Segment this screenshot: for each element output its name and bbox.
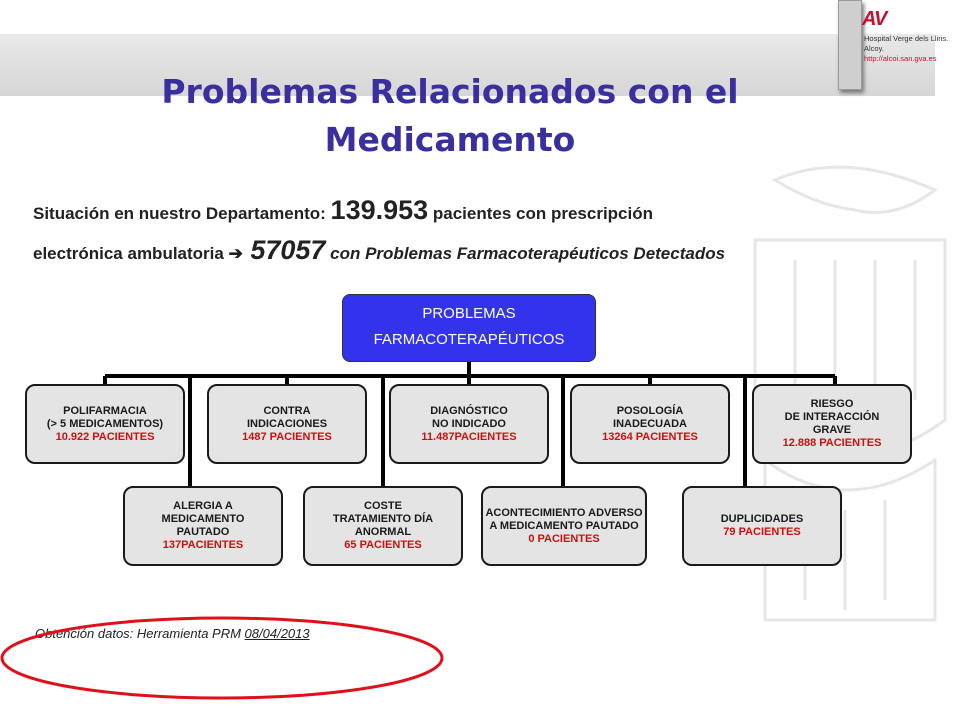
node-count: 79 PACIENTES (723, 526, 801, 538)
node-line: A MEDICAMENTO PAUTADO (489, 519, 639, 532)
page-title-line-1: Problemas Relacionados con el (161, 72, 739, 111)
logo-line-2: Alcoy. (864, 44, 884, 53)
node-line: (> 5 MEDICAMENTOS) (46, 417, 164, 430)
node-count: 137PACIENTES (162, 539, 244, 551)
node-line: ALERGIA A (173, 500, 233, 512)
intro-label: Situación en nuestro Departamento: (33, 204, 331, 223)
node-acontecimiento: ACONTECIMIENTO ADVERSO A MEDICAMENTO PAU… (481, 486, 647, 566)
arrow-icon: ➔ (228, 244, 243, 263)
intro-ambulatory: electrónica ambulatoria (33, 244, 229, 263)
footnote-date: 08/04/2013 (244, 626, 310, 641)
node-line: DE INTERACCIÓN (784, 411, 880, 423)
node-line: ACONTECIMIENTO ADVERSO (485, 506, 643, 519)
logo-line-1: Hospital Verge dels Lliris. (864, 34, 949, 43)
node-line: POSOLOGÍA (616, 404, 684, 417)
node-line: DIAGNÓSTICO (430, 404, 508, 417)
node-count: 0 PACIENTES (528, 532, 600, 545)
node-line: NO INDICADO (432, 417, 506, 430)
root-node: PROBLEMAS FARMACOTERAPÉUTICOS (342, 294, 596, 362)
node-count: 11.487PACIENTES (421, 430, 517, 443)
intro-prescription: pacientes con prescripción (428, 204, 654, 223)
logo-mark: AV (862, 8, 887, 30)
node-polifarmacia: POLIFARMACIA (> 5 MEDICAMENTOS) 10.922 P… (25, 384, 185, 464)
node-posologia: POSOLOGÍA INADECUADA 13264 PACIENTES (570, 384, 730, 464)
node-riesgo: RIESGO DE INTERACCIÓN GRAVE 12.888 PACIE… (752, 384, 912, 464)
intro-text: Situación en nuestro Departamento: 139.9… (33, 192, 943, 272)
node-line: DUPLICIDADES (720, 513, 804, 525)
intro-line-1: Situación en nuestro Departamento: 139.9… (33, 192, 943, 232)
node-line: INDICACIONES (246, 417, 328, 430)
detected-count: 57057 (242, 235, 326, 265)
node-count: 13264 PACIENTES (602, 430, 698, 443)
logo-link[interactable]: http://alcoi.san.gva.es (864, 54, 937, 63)
node-line: RIESGO (810, 398, 854, 410)
logo-text: Hospital Verge dels Lliris. Alcoy. http:… (864, 34, 948, 64)
root-line-2: FARMACOTERAPÉUTICOS (373, 331, 565, 348)
page-title: Problemas Relacionados con el Medicament… (100, 68, 800, 164)
total-patients: 139.953 (330, 195, 429, 225)
intro-line-2: electrónica ambulatoria ➔ 57057 con Prob… (33, 232, 943, 272)
node-line: MEDICAMENTO (161, 513, 245, 525)
node-count: 65 PACIENTES (344, 539, 422, 551)
node-diagnostico: DIAGNÓSTICO NO INDICADO 11.487PACIENTES (389, 384, 549, 464)
node-line: ANORMAL (354, 526, 412, 538)
intro-detected: con Problemas Farmacoterapéuticos Detect… (325, 244, 726, 263)
node-count: 10.922 PACIENTES (55, 430, 155, 443)
footnote: Obtención datos: Herramienta PRM 08/04/2… (35, 626, 310, 641)
node-count: 12.888 PACIENTES (782, 437, 882, 449)
node-line: CONTRA (263, 404, 311, 417)
node-coste: COSTE TRATAMIENTO DÍA ANORMAL 65 PACIENT… (303, 486, 463, 566)
node-duplicidades: DUPLICIDADES 79 PACIENTES (682, 486, 842, 566)
footnote-label: Obtención datos: Herramienta PRM (35, 626, 245, 641)
node-alergia: ALERGIA A MEDICAMENTO PAUTADO 137PACIENT… (123, 486, 283, 566)
node-line: INADECUADA (613, 417, 687, 430)
node-line: PAUTADO (176, 526, 230, 538)
node-line: COSTE (364, 500, 402, 512)
header-band (0, 34, 935, 96)
logo-badge (838, 0, 862, 90)
node-line: GRAVE (812, 424, 852, 436)
root-line-1: PROBLEMAS (422, 305, 516, 322)
node-line: TRATAMIENTO DÍA (332, 513, 434, 525)
node-line: POLIFARMACIA (63, 404, 147, 417)
node-count: 1487 PACIENTES (242, 430, 332, 443)
page-title-line-2: Medicamento (324, 120, 576, 159)
node-contraindicaciones: CONTRA INDICACIONES 1487 PACIENTES (207, 384, 367, 464)
